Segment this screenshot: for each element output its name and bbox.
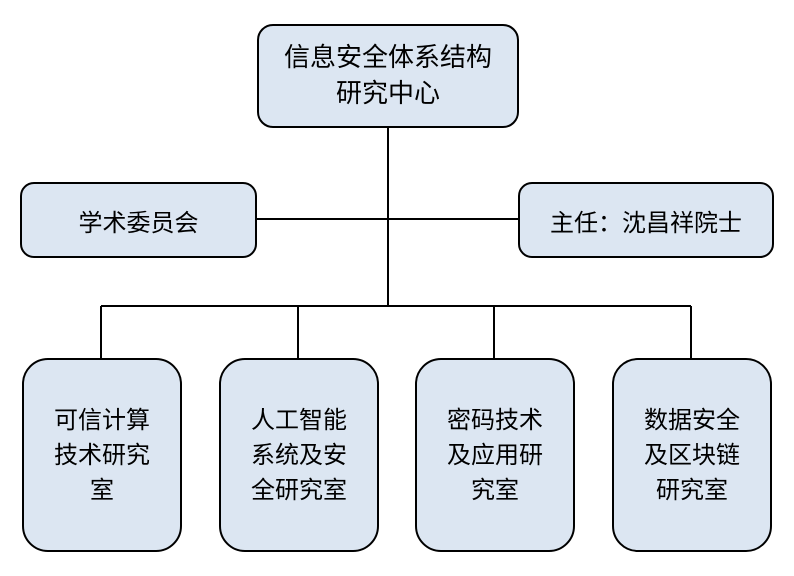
- lab-node-trusted-computing: 可信计算 技术研究 室: [22, 358, 182, 552]
- lab-node-cryptography: 密码技术 及应用研 究室: [415, 358, 575, 552]
- lab-node-label: 数据安全 及区块链 研究室: [644, 405, 740, 504]
- lab-node-label: 人工智能 系统及安 全研究室: [251, 405, 347, 504]
- lab-node-ai-security: 人工智能 系统及安 全研究室: [219, 358, 379, 552]
- academic-committee-label: 学术委员会: [78, 208, 199, 237]
- academic-committee-node: 学术委员会: [20, 182, 257, 258]
- lab-node-label: 可信计算 技术研究 室: [54, 405, 150, 504]
- director-node: 主任：沈昌祥院士: [518, 182, 774, 258]
- root-node-label: 信息安全体系结构 研究中心: [283, 43, 492, 109]
- root-node: 信息安全体系结构 研究中心: [257, 24, 519, 128]
- lab-node-label: 密码技术 及应用研 究室: [447, 405, 543, 504]
- lab-node-data-security-blockchain: 数据安全 及区块链 研究室: [612, 358, 772, 552]
- director-label: 主任：沈昌祥院士: [550, 208, 742, 237]
